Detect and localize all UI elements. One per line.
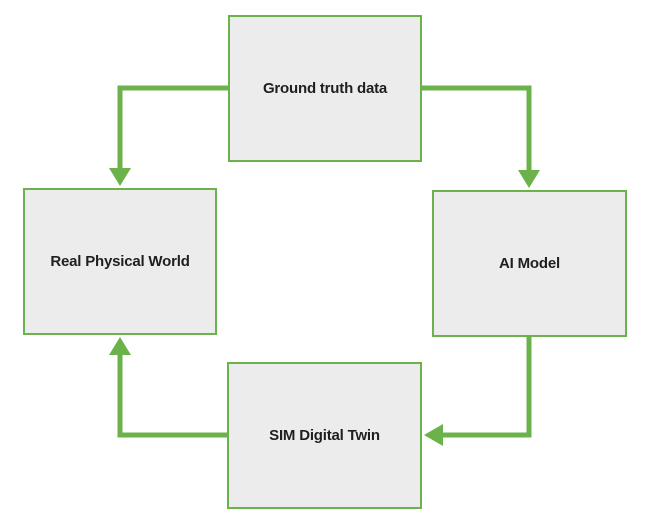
node-label-sim-digital-twin: SIM Digital Twin [269, 427, 380, 444]
node-real-physical-world: Real Physical World [23, 188, 217, 335]
arrow-ground-to-ai-model [422, 85, 540, 188]
node-label-ai-model: AI Model [499, 255, 560, 272]
node-label-real-physical-world: Real Physical World [50, 253, 190, 270]
node-ground-truth-data: Ground truth data [228, 15, 422, 162]
arrow-ai-model-to-sim [424, 337, 532, 446]
arrow-ground-to-real-world [109, 85, 228, 186]
node-ai-model: AI Model [432, 190, 627, 337]
node-label-ground-truth-data: Ground truth data [262, 80, 388, 97]
arrow-sim-to-real-world [109, 337, 227, 438]
node-sim-digital-twin: SIM Digital Twin [227, 362, 422, 509]
